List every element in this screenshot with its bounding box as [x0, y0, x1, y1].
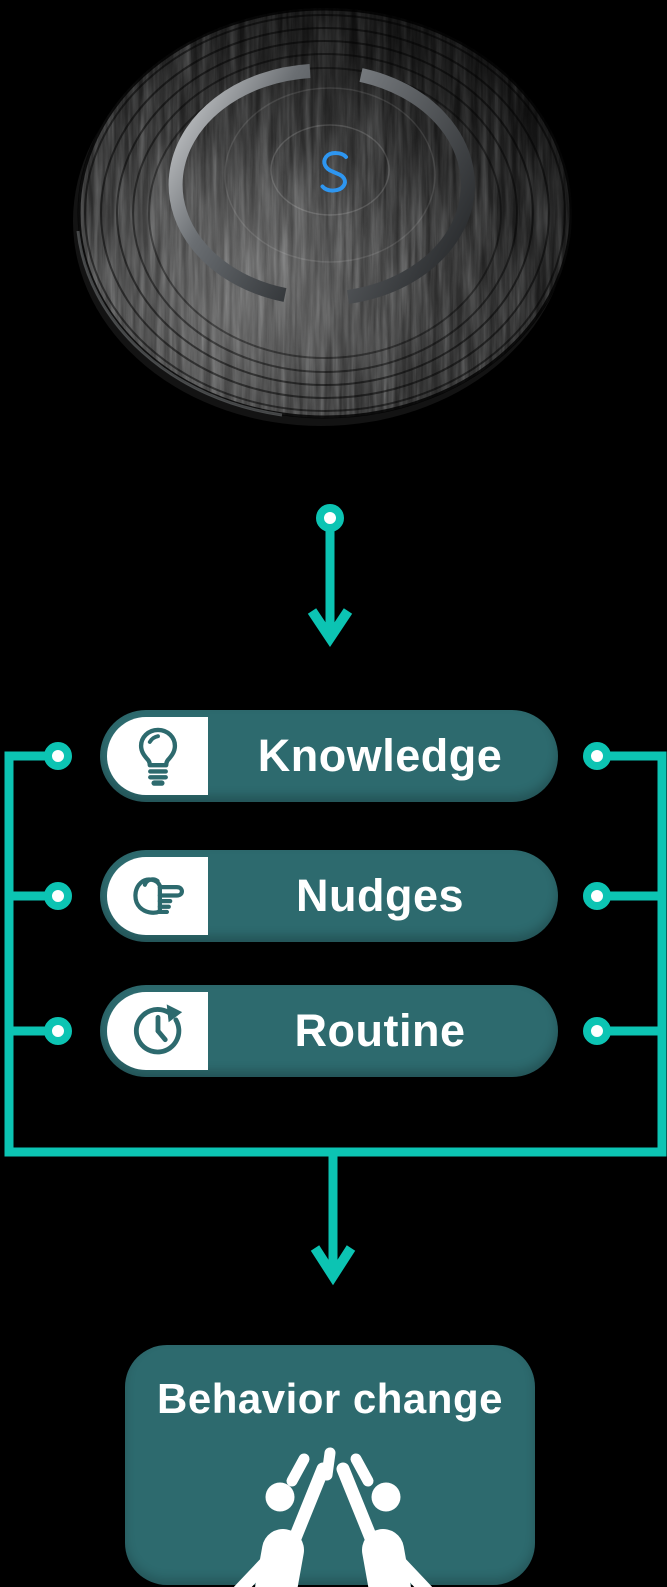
outcome-box: Behavior change [125, 1345, 535, 1585]
lightbulb-icon [138, 727, 177, 786]
wood-disc [73, 7, 573, 426]
inner-circle-outline [224, 87, 436, 263]
device-illustration: S [73, 7, 573, 426]
connector-dot-right-3 [583, 1017, 611, 1045]
connector-dot-right-1 [583, 742, 611, 770]
outcome-label: Behavior change [157, 1375, 503, 1422]
pill-icon-section [107, 857, 208, 935]
led-ring [168, 64, 475, 304]
connector-dot-right-2 [583, 882, 611, 910]
factor-pill-nudges: Nudges [100, 850, 558, 942]
factor-label: Routine [294, 1005, 466, 1056]
clock-history-icon [133, 1004, 182, 1055]
inner-circle-outline-small [270, 124, 390, 216]
factor-label: Knowledge [257, 730, 503, 781]
connector-dot-top [316, 504, 344, 532]
device-logo-s-icon [320, 151, 348, 193]
connector-dot-left-2 [44, 882, 72, 910]
factor-pill-knowledge: Knowledge [100, 710, 558, 802]
factor-label: Nudges [295, 870, 464, 921]
connector-dot-left-1 [44, 742, 72, 770]
pill-icon-section [107, 717, 208, 795]
pill-icon-section [107, 992, 208, 1070]
flow-arrow-top [307, 528, 353, 648]
side-rails [4, 751, 667, 1157]
factor-pill-routine: Routine [100, 985, 558, 1077]
pointing-hand-icon [132, 877, 184, 915]
flow-arrow-bottom [310, 1152, 356, 1286]
connector-dot-left-3 [44, 1017, 72, 1045]
